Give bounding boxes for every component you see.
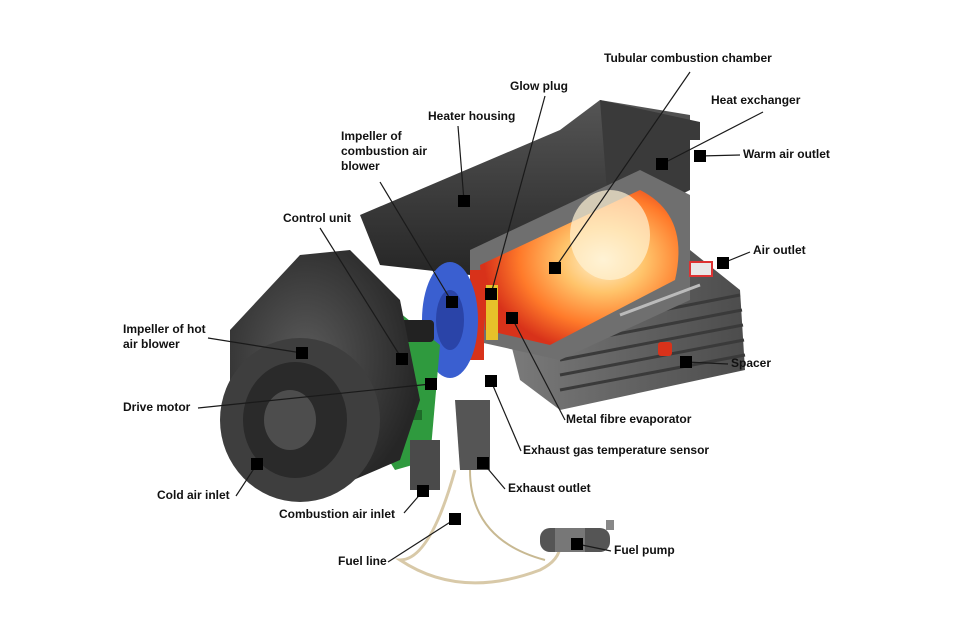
marker-fuel-pump [571, 538, 583, 550]
marker-impeller-combustion [446, 296, 458, 308]
marker-warm-air-outlet [694, 150, 706, 162]
marker-impeller-hot-air [296, 347, 308, 359]
combustion-chamber-glow [570, 190, 650, 280]
marker-combustion-air-inlet [417, 485, 429, 497]
leader-glow-plug [490, 95, 546, 295]
combustion-air-inlet-pipe [410, 440, 440, 490]
mount-rod [619, 283, 701, 317]
marker-tubular-combustion-chamber [549, 262, 561, 274]
leader-tubular-combustion-chamber [554, 71, 691, 269]
marker-glow-plug [485, 288, 497, 300]
marker-drive-motor [425, 378, 437, 390]
inlet-hub [264, 390, 316, 450]
marker-exhaust-outlet [477, 457, 489, 469]
marker-spacer [680, 356, 692, 368]
label-combustion-air-inlet: Combustion air inlet [279, 507, 396, 521]
leader-warm-air-outlet [699, 154, 741, 157]
label-tubular-combustion-chamber: Tubular combustion chamber [604, 51, 772, 65]
label-exhaust-gas-sensor: Exhaust gas temperature sensor [523, 443, 710, 457]
leader-control-unit [319, 227, 403, 360]
label-air-outlet: Air outlet [753, 243, 806, 257]
fuel-line-shape-2 [469, 469, 546, 561]
spacer-shape [658, 342, 672, 356]
label-impeller-hot-air: Impeller of hot air blower [123, 322, 206, 351]
label-spacer: Spacer [731, 356, 772, 370]
label-exhaust-outlet: Exhaust outlet [508, 481, 591, 495]
exhaust-outlet-pipe [455, 400, 490, 470]
marker-control-unit [396, 353, 408, 365]
leader-drive-motor [197, 383, 432, 409]
leader-metal-fibre-evaporator [511, 317, 566, 421]
leader-exhaust-gas-sensor [490, 380, 522, 452]
leader-heat-exchanger [661, 111, 764, 165]
marker-heater-housing [458, 195, 470, 207]
label-heat-exchanger: Heat exchanger [711, 93, 801, 107]
label-cold-air-inlet: Cold air inlet [157, 488, 230, 502]
label-control-unit: Control unit [283, 211, 351, 225]
label-warm-air-outlet: Warm air outlet [743, 147, 830, 161]
label-heater-housing: Heater housing [428, 109, 516, 123]
marker-group [251, 150, 729, 550]
label-metal-fibre-evaporator: Metal fibre evaporator [566, 412, 692, 426]
label-impeller-combustion: Impeller of combustion air blower [341, 129, 428, 173]
label-fuel-line: Fuel line [338, 554, 387, 568]
leader-impeller-combustion [379, 181, 453, 303]
marker-air-outlet [717, 257, 729, 269]
label-glow-plug: Glow plug [510, 79, 568, 93]
leader-fuel-line [387, 518, 456, 563]
marker-heat-exchanger [656, 158, 668, 170]
air-outlet-shape [689, 261, 713, 277]
marker-fuel-line [449, 513, 461, 525]
leader-heater-housing [457, 125, 465, 202]
label-fuel-pump: Fuel pump [614, 543, 675, 557]
marker-cold-air-inlet [251, 458, 263, 470]
leader-lines [197, 71, 764, 563]
marker-metal-fibre-evaporator [506, 312, 518, 324]
label-drive-motor: Drive motor [123, 400, 191, 414]
leader-spacer [685, 361, 729, 365]
marker-exhaust-gas-sensor [485, 375, 497, 387]
leader-impeller-hot-air [207, 337, 303, 354]
